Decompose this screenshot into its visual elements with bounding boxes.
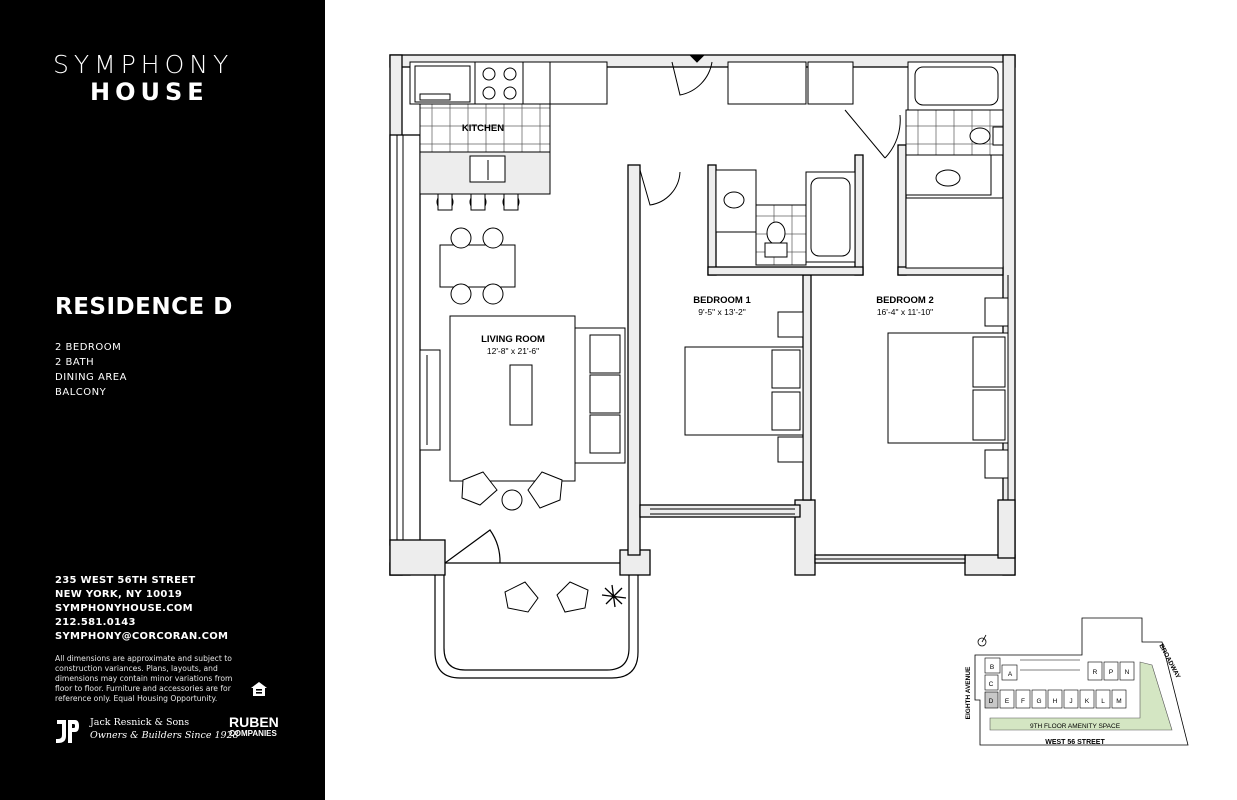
feature-item: BALCONY [55, 387, 107, 398]
feature-item: DINING AREA [55, 372, 127, 383]
keyplan-unit-j: J [1069, 698, 1072, 705]
bedroom-1-furniture [684, 311, 804, 463]
balcony-furniture [504, 581, 627, 613]
amenity-space-area [989, 661, 1173, 731]
equal-housing-icon [251, 682, 267, 696]
features-list: 2 BEDROOM 2 BATH DINING AREA BALCONY [55, 340, 127, 400]
ruben-logo-line2: COMPANIES [229, 729, 277, 738]
wall-living-bed1 [627, 164, 641, 556]
keyplan-unit-e: E [1005, 698, 1010, 705]
bedroom-1-dims: 9'-5" x 13'-2" [698, 307, 746, 317]
keyplan-unit-h: H [1053, 698, 1058, 705]
keyplan-unit-m: M [1116, 698, 1121, 705]
entry-door [639, 54, 901, 206]
keyplan-unit-a: A [1008, 671, 1013, 678]
keyplan-unit-d: D [989, 698, 994, 705]
phone-number[interactable]: 212.581.0143 [55, 617, 136, 628]
address-line-1: 235 WEST 56TH STREET [55, 575, 196, 586]
keyplan-unit-p: P [1109, 669, 1113, 676]
kitchen-label: KITCHEN [462, 123, 504, 134]
bath-2 [905, 61, 1004, 269]
dining-area [439, 227, 516, 305]
wall-bed1-south [639, 504, 801, 518]
keyplan-amenity-label: 9TH FLOOR AMENITY SPACE [1030, 723, 1121, 730]
highlighted-unit [984, 691, 999, 709]
bedroom-1-label: BEDROOM 1 [693, 295, 751, 306]
keyplan-unit-b: B [990, 664, 994, 671]
website-link[interactable]: SYMPHONYHOUSE.COM [55, 603, 193, 614]
developer-name: Jack Resnick & Sons [90, 717, 190, 728]
brand-wordmark-symphony: SYMPHONY [53, 50, 234, 79]
keyplan-unit-l: L [1101, 698, 1105, 705]
living-room-dims: 12'-8" x 21'-6" [487, 346, 539, 356]
brand-wordmark-house: HOUSE [90, 78, 209, 106]
keyplan-avenue-label: EIGHTH AVENUE [965, 666, 972, 719]
keyplan-unit-f: F [1021, 698, 1025, 705]
bedroom-2-dims: 16'-4" x 11'-10" [877, 307, 933, 317]
column-se [964, 554, 1016, 576]
bedroom-2-label: BEDROOM 2 [876, 295, 934, 306]
key-plan: B A C D E F G H J K L M R P N 9TH FLOOR … [965, 617, 1189, 746]
bath-1 [715, 169, 856, 266]
ruben-logo-line1: RUBEN [229, 714, 279, 730]
living-room-furniture [419, 315, 626, 511]
keyplan-unit-n: N [1125, 669, 1130, 676]
keyplan-unit-g: G [1036, 698, 1041, 705]
floor-plan: KITCHEN LIVING ROOM 12'-8" x 21'-6" [389, 54, 1189, 746]
living-room-label: LIVING ROOM [481, 334, 545, 345]
developer-tagline: Owners & Builders Since 1928 [90, 730, 239, 741]
balcony [434, 529, 639, 679]
kitchen [409, 61, 854, 211]
email-link[interactable]: SYMPHONY@CORCORAN.COM [55, 631, 229, 642]
north-arrow-icon [977, 634, 987, 647]
residence-title: RESIDENCE D [55, 294, 233, 320]
keyplan-street-label: WEST 56 STREET [1045, 739, 1105, 746]
walls [389, 54, 1016, 576]
address-line-2: NEW YORK, NY 10019 [55, 589, 183, 600]
disclaimer-text: All dimensions are approximate and subje… [55, 654, 233, 703]
keyplan-unit-c: C [989, 681, 994, 688]
jack-resnick-logo-icon [56, 720, 79, 743]
feature-item: 2 BATH [55, 357, 95, 368]
keyplan-unit-r: R [1093, 669, 1098, 676]
ruben-companies-logo: RUBEN COMPANIES [229, 714, 279, 740]
bedroom-2-furniture [887, 297, 1009, 479]
contact-block: 235 WEST 56TH STREET NEW YORK, NY 10019 … [55, 574, 228, 644]
keyplan-unit-k: K [1085, 698, 1090, 705]
sidebar: SYMPHONY HOUSE RESIDENCE D 2 BEDROOM 2 B… [0, 0, 325, 800]
column-sw [389, 539, 446, 576]
feature-item: 2 BEDROOM [55, 342, 122, 353]
wall-bed1-bed2 [802, 274, 812, 501]
